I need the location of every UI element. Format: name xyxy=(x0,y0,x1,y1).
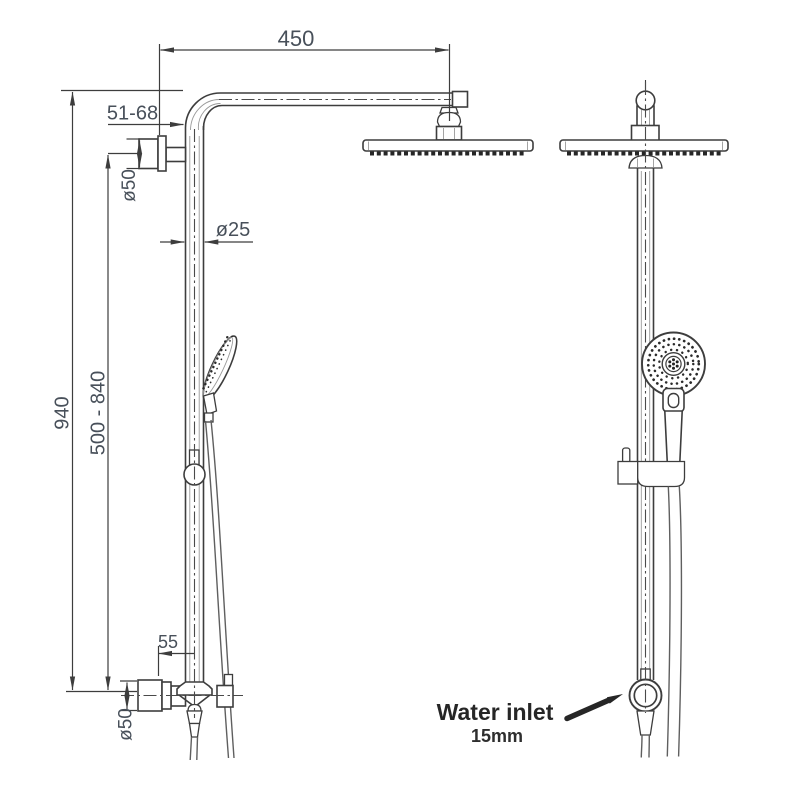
hand-shower-front xyxy=(617,331,706,757)
riser-pipe-side xyxy=(184,126,205,686)
overhead-shower-head-front xyxy=(559,139,729,169)
front-view xyxy=(559,80,729,758)
side-view xyxy=(121,90,534,761)
spray-face-dots xyxy=(200,335,229,394)
dim-500-840-label: 500 - 840 xyxy=(88,371,110,456)
dimension-pipe-diameter: ø25 xyxy=(160,219,253,245)
handset-holder-cup xyxy=(637,460,686,488)
dimension-arm-length: 450 xyxy=(158,26,451,135)
water-inlet-label: Water inlet xyxy=(437,699,554,725)
water-inlet-leader-arrow xyxy=(606,694,623,704)
dimension-overall-height: 940 xyxy=(52,89,183,691)
dim-51-68-label: 51-68 xyxy=(107,103,158,125)
hand-shower-side xyxy=(200,335,238,423)
dimension-wall-offset-bottom: 55 xyxy=(157,632,194,676)
dim-450-label: 450 xyxy=(278,26,315,51)
dim-o25-label: ø25 xyxy=(216,219,250,241)
slider-bracket xyxy=(617,460,639,485)
overhead-shower-joint-side xyxy=(435,106,463,141)
bracket-neck xyxy=(165,146,187,163)
overhead-shower-head-side xyxy=(362,139,534,156)
handset-handle xyxy=(663,410,684,464)
inlet-hose-front xyxy=(640,734,650,758)
dimension-wall-offset-top: 51-68 xyxy=(107,103,184,128)
dim-55-label: 55 xyxy=(158,632,178,652)
shower-hose-front-inner xyxy=(677,486,683,757)
water-inlet-size-label: 15mm xyxy=(471,726,523,746)
shower-hose-front xyxy=(666,486,671,757)
inlet-hose-side xyxy=(189,736,199,761)
inlet-cone-side xyxy=(188,722,201,738)
bracket-cap xyxy=(138,138,159,170)
handset-clip xyxy=(202,392,218,416)
shower-arm xyxy=(184,90,469,131)
center-spray-dots xyxy=(668,358,679,370)
dimension-slide-range: 500 - 840 xyxy=(88,152,138,691)
dimension-flange-top: ø50 xyxy=(119,138,143,202)
water-inlet-leader-line xyxy=(564,697,611,722)
hose-outlet-side xyxy=(216,673,234,708)
dimension-flange-bottom: ø50 xyxy=(116,680,137,741)
diverter-tee xyxy=(176,681,213,761)
arm-end-cap xyxy=(451,90,469,108)
dim-o50-bottom-label: ø50 xyxy=(116,708,137,741)
bracket-plate xyxy=(157,135,167,172)
slider-lever xyxy=(621,447,631,464)
riser-pipe-front xyxy=(636,168,655,680)
wall-bracket-top xyxy=(138,135,187,172)
water-inlet-callout: Water inlet 15mm xyxy=(437,694,623,746)
dim-940-label: 940 xyxy=(52,396,74,429)
dim-o50-top-label: ø50 xyxy=(119,169,140,202)
water-inlet-fitting xyxy=(628,668,663,758)
dimensions: 450 51-68 ø50 ø25 940 500 xyxy=(52,26,451,741)
